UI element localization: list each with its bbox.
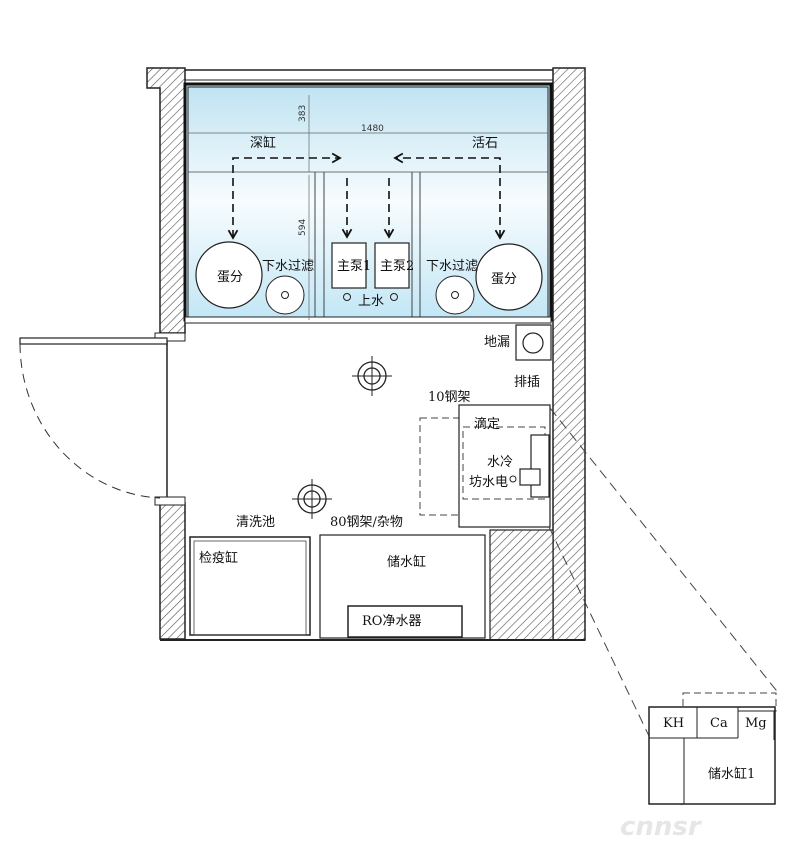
label-storage-tank: 储水缸 [387,554,426,570]
dim-depth-bottom: 594 [298,219,308,236]
label-ca: Ca [710,716,728,731]
ceiling-light-1-icon [352,356,392,396]
floor-drain: 地漏 [484,324,552,361]
ceiling-light-2-icon [292,479,332,519]
label-shelf-10: 10钢架 [428,390,471,405]
floor-drain-icon [522,332,544,354]
label-live-rock: 活石 [472,136,498,151]
label-reef-tank: 深缸 [250,135,276,151]
label-kh: KH [663,716,684,731]
skimmer-left-icon [195,241,263,309]
label-chiller-2: 坊水电 [469,475,508,490]
label-main-pump-2: 主泵2 [380,259,414,274]
label-quarantine-tank: 检疫缸 [199,550,238,566]
label-chiller-1: 水冷 [487,455,513,470]
label-ro-unit: RO净水器 [362,614,421,629]
storage-tank: 储水缸 RO净水器 [319,534,486,639]
label-wash-basin: 清洗池 [236,515,275,530]
label-storage-tank-1: 储水缸1 [708,766,755,782]
main-pump-2-icon [374,242,410,289]
flow-arrow-left [227,152,342,240]
label-drain-pipe: 排插 [514,375,540,390]
drain-filter-left-icon [265,275,305,315]
dim-depth-top: 383 [298,105,308,122]
label-return: 上水 [358,294,384,309]
watermark: cnnsr [620,812,703,842]
label-skimmer-right: 蛋分 [491,272,517,287]
label-shelf-80: 80钢架/杂物 [330,515,403,530]
label-mg: Mg [745,716,767,731]
quarantine-tank: 检疫缸 [189,536,311,636]
door [19,337,168,499]
skimmer-right-icon [475,243,543,311]
label-drain-filter-left: 下水过滤 [262,259,314,274]
walls [146,67,586,641]
drain-filter-right-icon [435,275,475,315]
equipment-shelf: 10钢架 滴定 水冷 坊水电 [419,390,551,528]
label-doser: 滴定 [474,416,500,432]
dim-width: 1480 [361,124,384,134]
label-skimmer-left: 蛋分 [217,270,243,285]
label-floor-drain: 地漏 [484,334,510,350]
flow-arrow-right [393,152,506,240]
label-drain-filter-right: 下水过滤 [426,259,478,274]
main-pump-1-icon [331,242,367,289]
detail-box: KH Ca Mg 储水缸1 [648,692,777,805]
main-tank: 1480 383 594 深缸 活石 蛋分 蛋分 下水过滤 下水过滤 主泵1 主… [183,82,553,324]
label-main-pump-1: 主泵1 [337,259,371,274]
